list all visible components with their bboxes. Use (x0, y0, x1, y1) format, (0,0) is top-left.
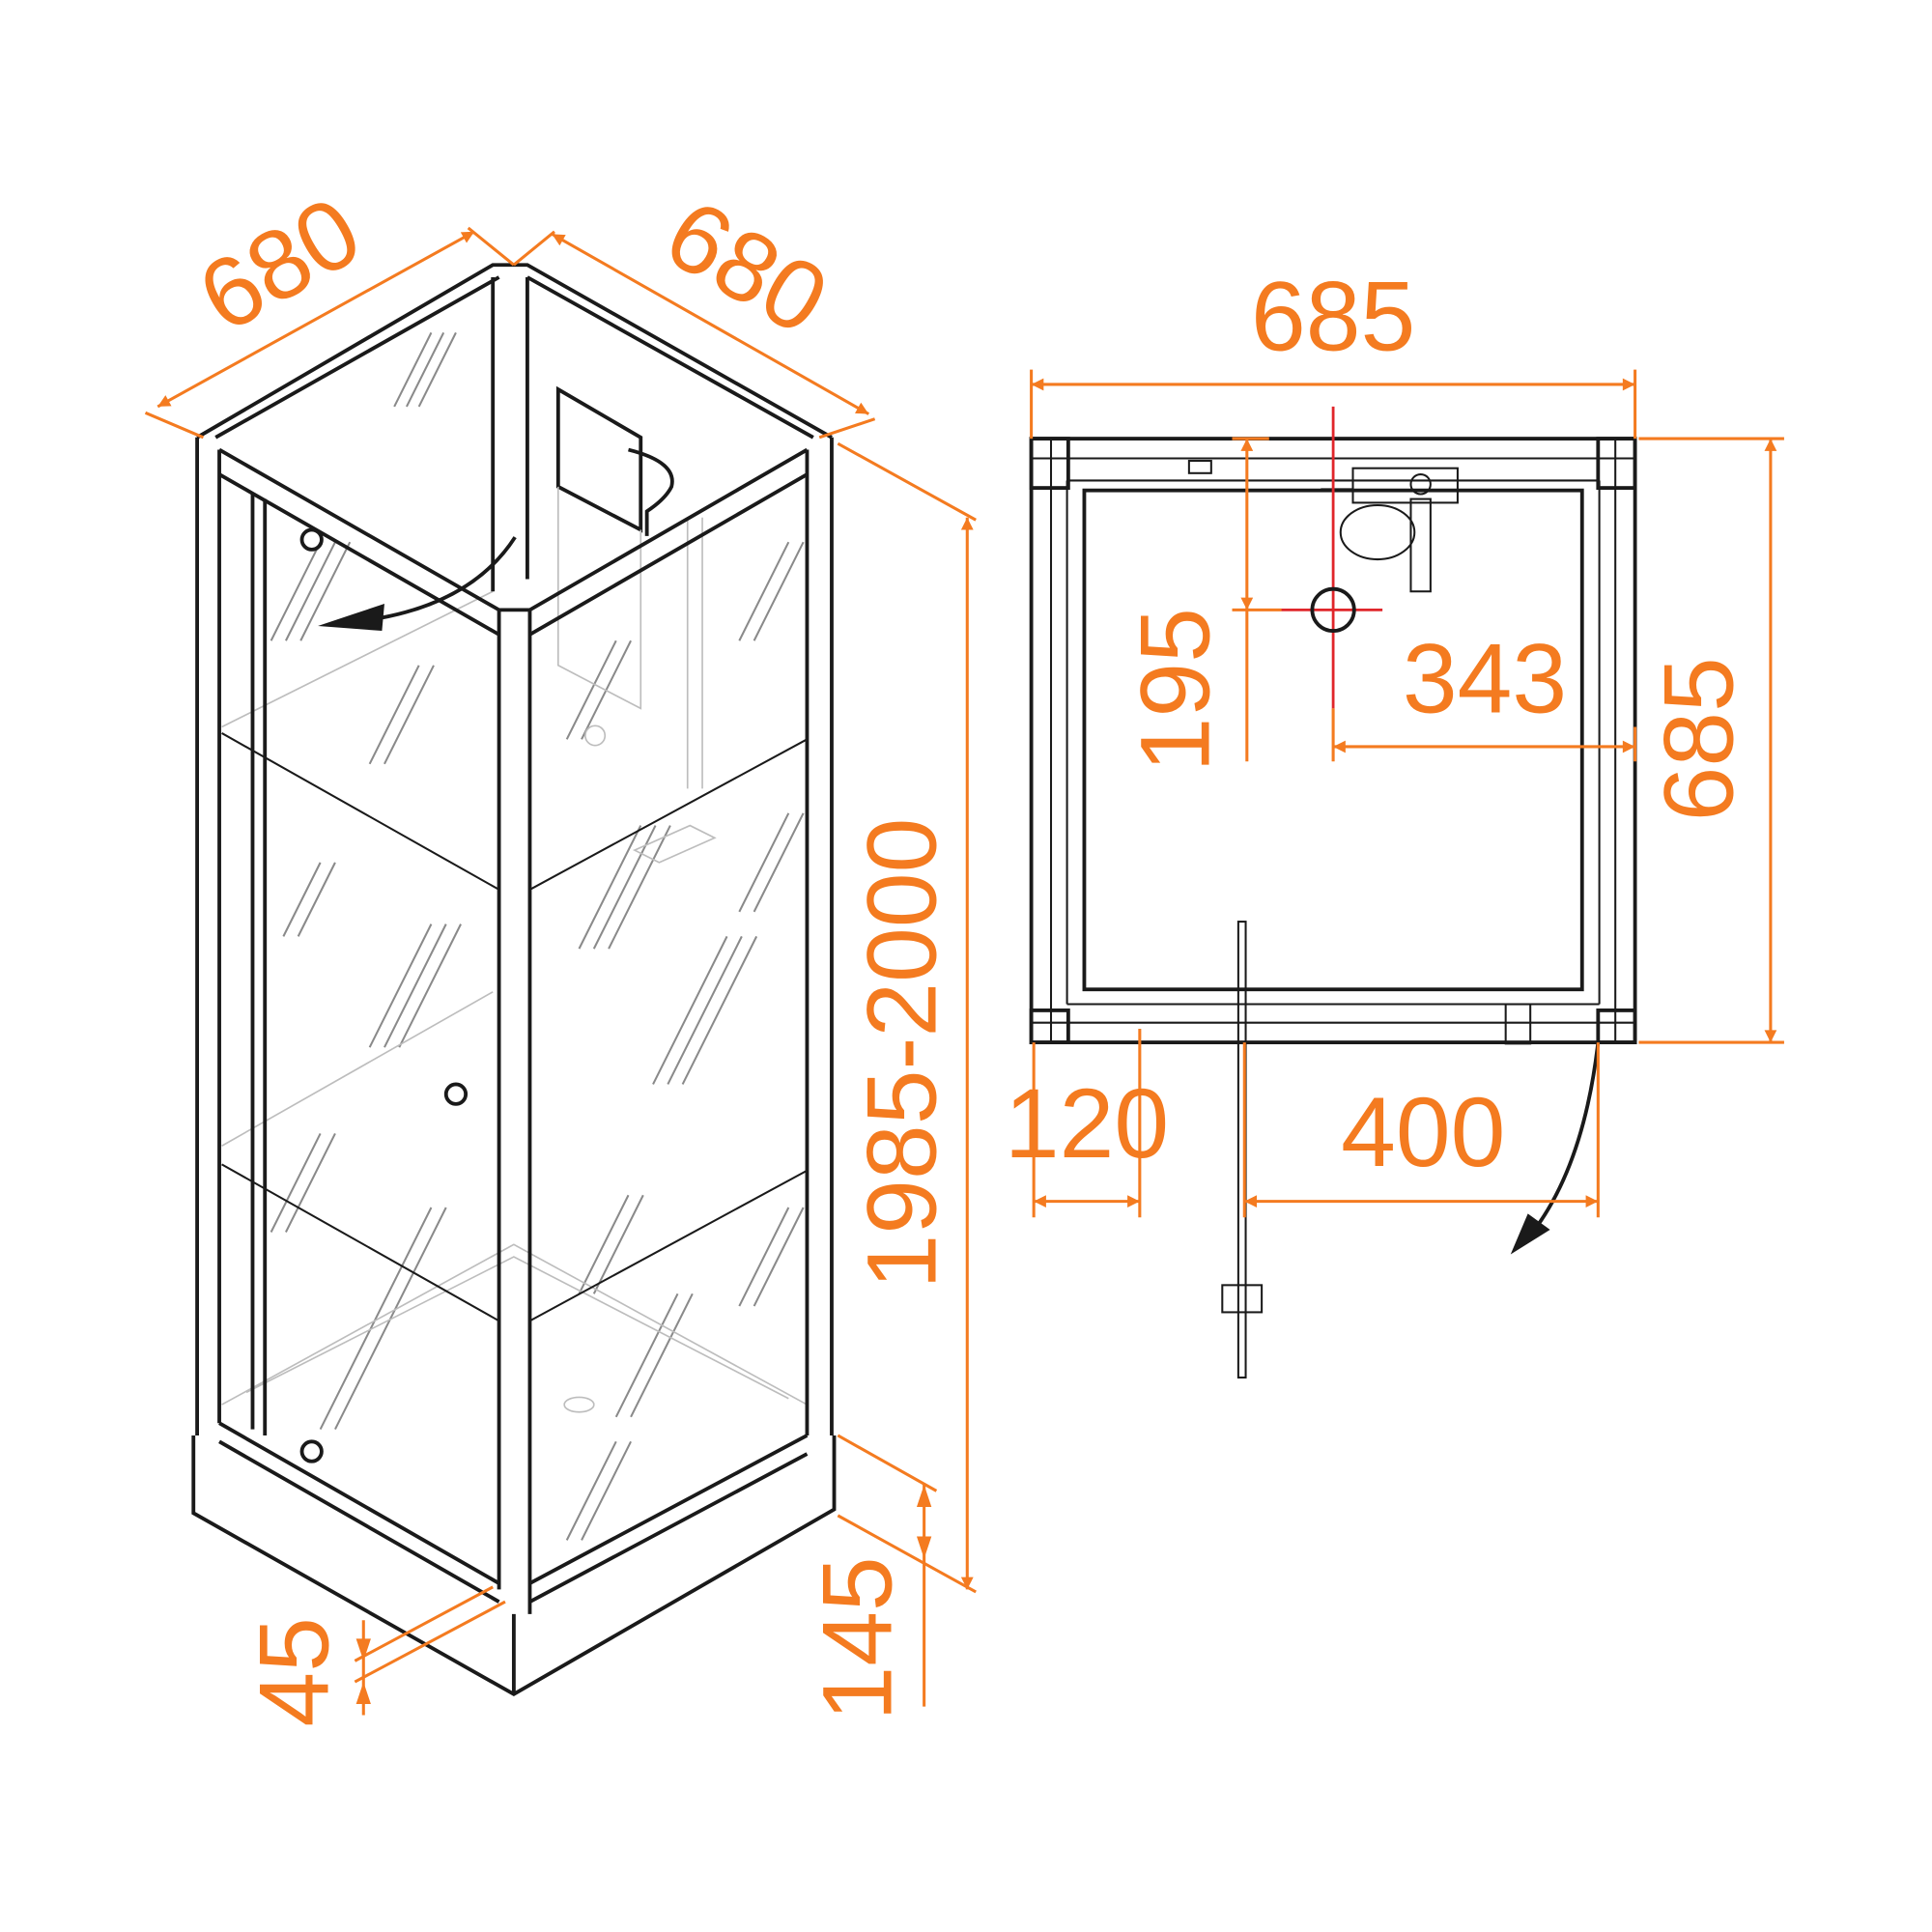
corner-block (1596, 437, 1637, 491)
dim-tray-height: 145 (802, 1556, 912, 1720)
shower-column (555, 385, 717, 864)
tray (191, 1435, 837, 1697)
cabin-frame (191, 263, 837, 1697)
plan-mixer (1187, 460, 1532, 1045)
isometric-cabin (191, 263, 837, 1697)
door-knob-icon (443, 1082, 469, 1106)
door-swing-arrow (1526, 1041, 1601, 1240)
plan-dimensions: 685 685 195 343 120 400 (1005, 261, 1784, 1218)
dim-door-offset: 120 (1005, 1068, 1169, 1179)
dim-drain-back: 195 (1120, 608, 1230, 772)
drain-icon (1310, 586, 1356, 633)
dim-drain-side: 343 (1403, 623, 1567, 733)
dim-tray-step: 45 (239, 1617, 349, 1726)
door-profile (250, 493, 268, 1435)
plan-view (1029, 406, 1637, 1379)
top-frame (196, 263, 833, 637)
left-post (195, 437, 221, 1435)
dim-line-width-left (156, 230, 475, 409)
door-swing-arrowhead (1510, 1213, 1550, 1255)
corner-block (1596, 1009, 1637, 1044)
door-hinges (299, 527, 469, 1463)
dim-height: 1985-2000 (846, 818, 956, 1290)
corner-block (1029, 1009, 1070, 1044)
back-post (491, 276, 529, 592)
dim-width-right: 680 (648, 178, 845, 355)
dim-plan-width: 685 (1251, 261, 1415, 371)
hinge-icon (299, 1439, 324, 1463)
dim-width-left: 680 (181, 176, 378, 354)
hinge-icon (299, 527, 324, 552)
front-post (497, 610, 532, 1614)
dim-line-width-right (551, 233, 869, 415)
tray-interior (221, 590, 808, 1413)
dim-plan-depth: 685 (1644, 657, 1754, 821)
dim-door-width: 400 (1341, 1077, 1505, 1187)
door-swing-arrowhead (318, 604, 384, 632)
bottom-frame (218, 1421, 809, 1604)
corner-block (1029, 437, 1070, 491)
glass-bands (221, 732, 808, 1322)
right-post (805, 437, 834, 1435)
drain-center-mark (1281, 406, 1383, 709)
